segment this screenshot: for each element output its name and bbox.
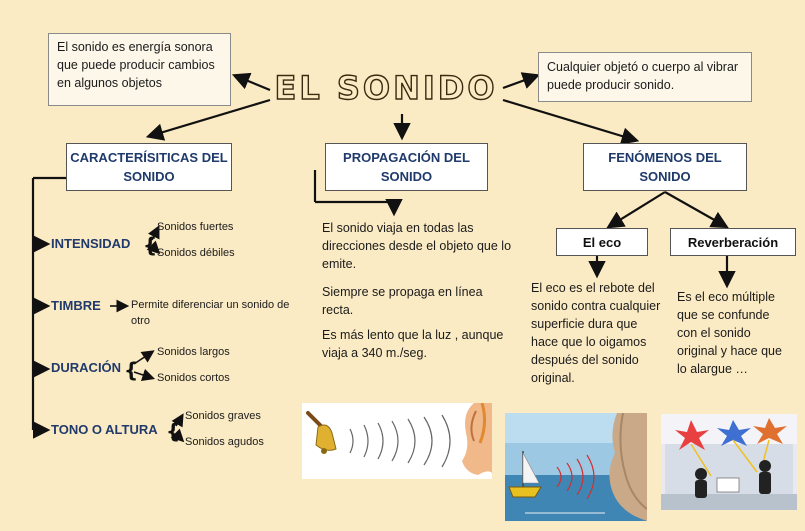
definition-box: El sonido es energía sonora que puede pr…	[48, 33, 231, 106]
timbre-label: TIMBRE	[51, 298, 101, 313]
duracion-item-1: Sonidos largos	[157, 346, 230, 358]
propagation-p1: El sonido viaja en todas las direcciones…	[322, 221, 512, 271]
propagation-header: PROPAGACIÓN DEL SONIDO	[325, 143, 488, 191]
people-icons	[695, 460, 771, 498]
bell-ear-illustration	[302, 403, 492, 479]
reverb-desc: Es el eco múltiple que se confunde con e…	[677, 290, 782, 376]
echo-waves	[556, 454, 595, 500]
intensidad-label: INTENSIDAD	[51, 236, 131, 251]
propagation-p2: Siempre se propaga en línea recta.	[322, 285, 483, 317]
any-object-text: Cualquier objetó o cuerpo al vibrar pued…	[547, 60, 739, 92]
any-object-box: Cualquier objetó o cuerpo al vibrar pued…	[538, 52, 752, 102]
echo-illustration	[505, 413, 647, 521]
bell-icon	[306, 411, 337, 454]
reflection-star-icons	[675, 418, 787, 450]
tono-item-2: Sonidos agudos	[185, 436, 264, 448]
brace-tono: {	[166, 419, 180, 443]
duracion-item-2: Sonidos cortos	[157, 372, 230, 384]
eco-header: El eco	[556, 228, 648, 256]
tono-label: TONO O ALTURA	[51, 422, 158, 437]
intensidad-item-1: Sonidos fuertes	[157, 221, 234, 233]
tono-item-1: Sonidos graves	[185, 410, 261, 422]
intensidad-item-2: Sonidos débiles	[157, 247, 235, 259]
characteristics-header: CARACTERÍSITICAS DEL SONIDO	[66, 143, 232, 191]
brace-duracion: {	[124, 358, 138, 382]
definition-text: El sonido es energía sonora que puede pr…	[57, 40, 215, 90]
reverb-header: Reverberación	[670, 228, 796, 256]
reverberation-illustration	[661, 414, 797, 510]
brace-intensidad: {	[143, 233, 157, 257]
duracion-label: DURACIÓN	[51, 360, 122, 375]
eco-desc: El eco es el rebote del sonido contra cu…	[531, 281, 661, 385]
phenomena-header: FENÓMENOS DEL SONIDO	[583, 143, 747, 191]
table-shape	[716, 477, 740, 493]
cliff-shape	[609, 413, 647, 521]
sound-waves	[349, 414, 451, 468]
ear-icon	[462, 403, 492, 475]
page-title: EL SONIDO	[274, 68, 498, 107]
boat-icon	[508, 451, 542, 498]
timbre-desc: Permite diferenciar un sonido de otro	[131, 299, 290, 327]
propagation-p3: Es más lento que la luz , aunque viaja a…	[322, 328, 504, 360]
